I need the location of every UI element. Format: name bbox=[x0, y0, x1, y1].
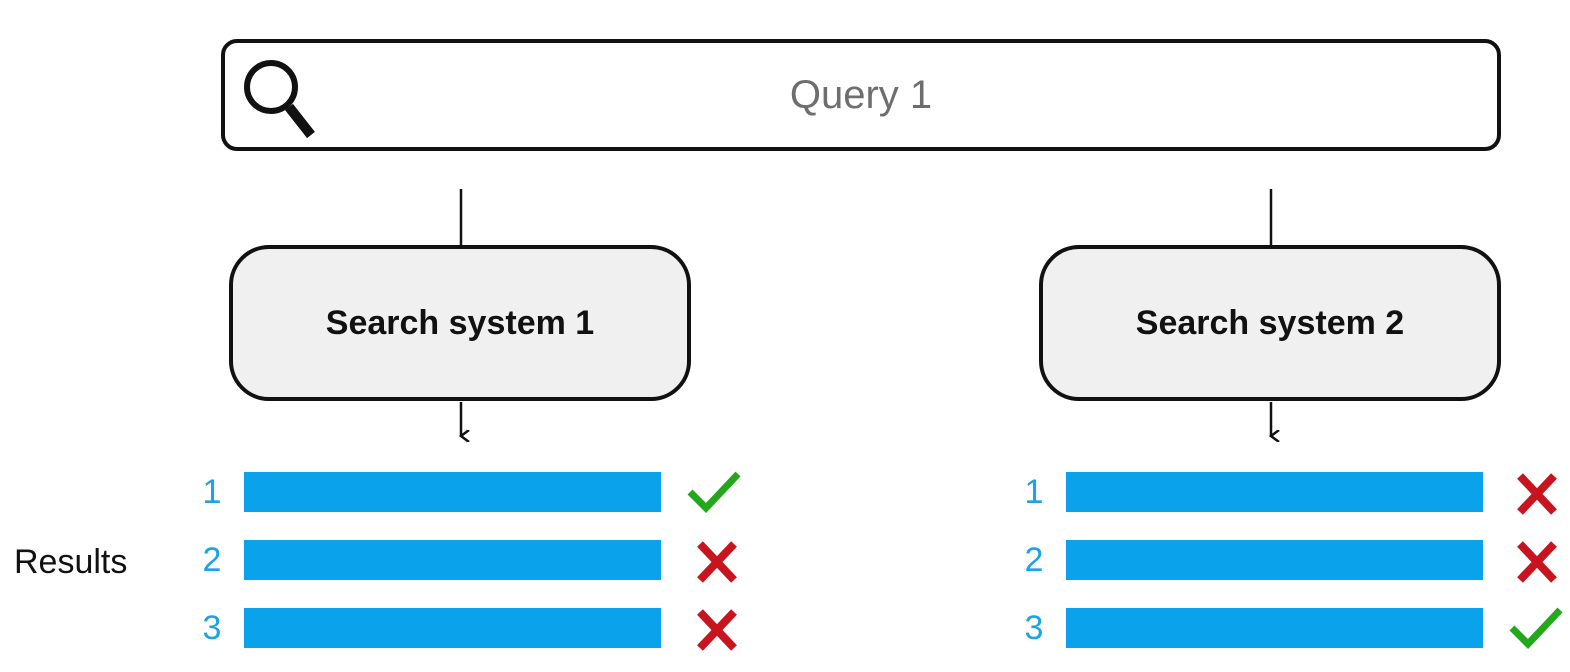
system-1-result-bar-2[interactable] bbox=[244, 540, 661, 580]
cross-icon bbox=[697, 609, 737, 651]
search-system-1-label: Search system 1 bbox=[325, 303, 595, 342]
system-2-rank-3: 3 bbox=[1024, 609, 1044, 647]
cross-icon bbox=[1517, 473, 1557, 515]
system-2-result-bar-3[interactable] bbox=[1066, 608, 1483, 648]
system-2-result-bar-2[interactable] bbox=[1066, 540, 1483, 580]
system-1-rank-2: 2 bbox=[202, 541, 222, 579]
cross-icon bbox=[1517, 541, 1557, 583]
results-label: Results bbox=[14, 543, 128, 581]
system-2-rank-2: 2 bbox=[1024, 541, 1044, 579]
query-search-bar[interactable]: Query 1 bbox=[221, 39, 1501, 151]
search-system-1-box: Search system 1 bbox=[229, 245, 691, 401]
system-1-result-bar-1[interactable] bbox=[244, 472, 661, 512]
magnifier-icon bbox=[244, 60, 315, 139]
search-system-2-label: Search system 2 bbox=[1135, 303, 1405, 342]
system-1-rank-1: 1 bbox=[202, 473, 222, 511]
check-icon bbox=[687, 471, 741, 514]
system-2-result-bar-1[interactable] bbox=[1066, 472, 1483, 512]
system-2-rank-1: 1 bbox=[1024, 473, 1044, 511]
search-system-2-box: Search system 2 bbox=[1039, 245, 1501, 401]
query-text: Query 1 bbox=[789, 72, 933, 117]
cross-icon bbox=[697, 541, 737, 583]
system-1-result-bar-3[interactable] bbox=[244, 608, 661, 648]
system-1-rank-3: 3 bbox=[202, 609, 222, 647]
check-icon bbox=[1509, 607, 1563, 650]
